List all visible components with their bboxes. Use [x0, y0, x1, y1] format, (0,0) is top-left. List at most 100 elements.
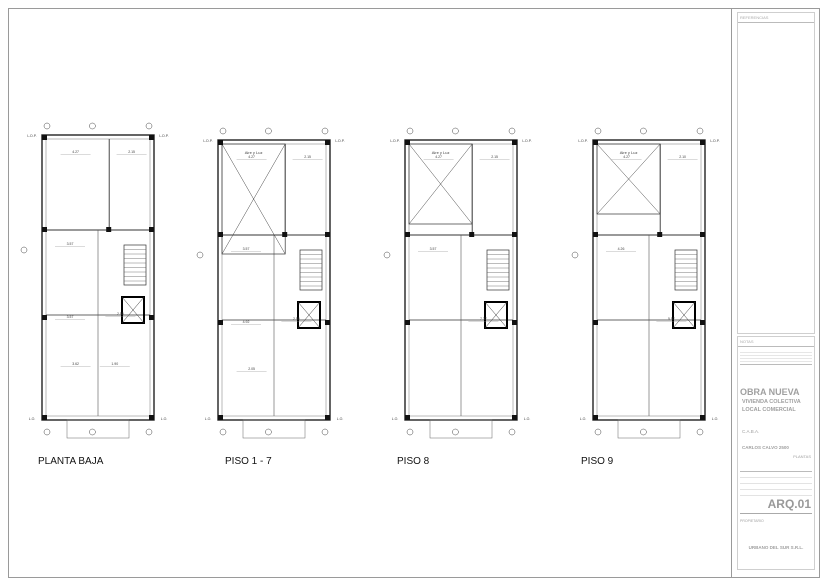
column: [42, 315, 47, 320]
lo-mark: L.O.: [524, 417, 531, 421]
column: [512, 415, 517, 420]
project-subtitle-1: VIVIENDA COLECTIVA: [742, 399, 801, 405]
dimension-label: 7.37: [480, 317, 487, 321]
plan-title: PISO 8: [397, 456, 430, 467]
owner-label: PROPIETARIO: [740, 519, 764, 523]
stair: [299, 249, 323, 291]
light-well: [221, 143, 286, 255]
ldp-mark: L.D.P.: [335, 139, 344, 143]
column: [325, 140, 330, 145]
dimension-label: 3.57: [67, 242, 74, 246]
elevator-cross: [121, 296, 145, 324]
lo-mark: L.O.: [205, 417, 212, 421]
axis-bubble: [321, 127, 329, 135]
axis-bubble: [696, 428, 704, 436]
dimension-label: 4.27: [248, 155, 255, 159]
lo-mark: L.O.: [161, 417, 168, 421]
project-type: OBRA NUEVA: [740, 387, 800, 397]
project-subtitle-2: LOCAL COMERCIAL: [742, 407, 796, 413]
column: [325, 415, 330, 420]
column: [593, 320, 598, 325]
axis-bubble: [452, 428, 459, 436]
stair: [486, 249, 510, 291]
column: [42, 227, 47, 232]
elevator-shaft: [672, 301, 696, 329]
axis-bubble: [640, 428, 647, 436]
axis-bubble: [145, 428, 153, 436]
column: [42, 135, 47, 140]
column: [657, 232, 663, 237]
dimension-label: 4.26: [618, 247, 625, 251]
dimension-label: 1.90: [111, 362, 118, 366]
dimension-label: 5.57: [668, 317, 675, 321]
sidewalk: [66, 419, 130, 439]
references-box: REFERENCIAS: [737, 12, 815, 334]
lo-mark: L.O.: [337, 417, 344, 421]
dimension-label: 2.50: [117, 312, 124, 316]
axis-bubble: [696, 127, 704, 135]
column: [106, 227, 112, 232]
ldp-mark: L.D.P.: [578, 139, 587, 143]
axis-bubble: [571, 251, 579, 259]
city: C.A.B.A.: [742, 429, 760, 434]
plan-title: PISO 9: [581, 456, 614, 467]
axis-bubble: [265, 127, 272, 135]
dimension-label: 4.92: [243, 320, 250, 324]
axis-bubble: [145, 122, 153, 130]
dimension-label: 3.57: [243, 247, 250, 251]
dimension-label: 4.27: [72, 150, 79, 154]
axis-bubble: [594, 428, 602, 436]
ldp-mark: L.D.P.: [390, 139, 399, 143]
elevator-shaft: [121, 296, 145, 324]
column: [405, 232, 410, 237]
column: [149, 227, 154, 232]
axis-bubble: [219, 428, 227, 436]
light-well-label: Aire y Luz: [620, 150, 638, 155]
sheet-code: ARQ.01: [767, 497, 811, 511]
stair: [674, 249, 698, 291]
axis-bubble: [406, 428, 414, 436]
axis-bubble: [452, 127, 459, 135]
elevator-cross: [297, 301, 321, 329]
light-well-cross: [596, 143, 661, 215]
elevator-cross: [672, 301, 696, 329]
column: [593, 232, 598, 237]
ldp-mark: L.D.P.: [27, 134, 36, 138]
title-block: REFERENCIAS NOTAS OBRA NUEVA VIVIENDA CO…: [731, 8, 820, 578]
column: [405, 320, 410, 325]
column: [469, 232, 475, 237]
ldp-mark: L.D.P.: [710, 139, 719, 143]
column: [149, 415, 154, 420]
axis-bubble: [89, 428, 96, 436]
axis-bubble: [43, 122, 51, 130]
axis-bubble: [43, 428, 51, 436]
sheet-type: PLANTAS: [793, 454, 811, 459]
elevator-shaft: [484, 301, 508, 329]
light-well-label: Aire y Luz: [245, 150, 263, 155]
ldp-mark: L.D.P.: [159, 134, 168, 138]
column: [512, 232, 517, 237]
owner-name: URBANO DEL SUR S.R.L.: [748, 545, 804, 550]
lo-mark: L.O.: [392, 417, 399, 421]
divider: [740, 513, 812, 514]
column: [149, 135, 154, 140]
references-label: REFERENCIAS: [738, 13, 814, 23]
axis-bubble: [508, 428, 516, 436]
axis-bubble: [594, 127, 602, 135]
column: [405, 140, 410, 145]
column: [218, 140, 223, 145]
column: [700, 232, 705, 237]
light-well-cross: [408, 143, 473, 225]
column: [512, 320, 517, 325]
axis-bubble: [265, 428, 272, 436]
ldp-mark: L.D.P.: [522, 139, 531, 143]
column: [218, 232, 223, 237]
column: [218, 415, 223, 420]
column: [149, 315, 154, 320]
dimension-label: 4.27: [623, 155, 630, 159]
column: [282, 232, 288, 237]
dimension-label: 2.50: [293, 317, 300, 321]
axis-bubble: [219, 127, 227, 135]
axis-bubble: [383, 251, 391, 259]
